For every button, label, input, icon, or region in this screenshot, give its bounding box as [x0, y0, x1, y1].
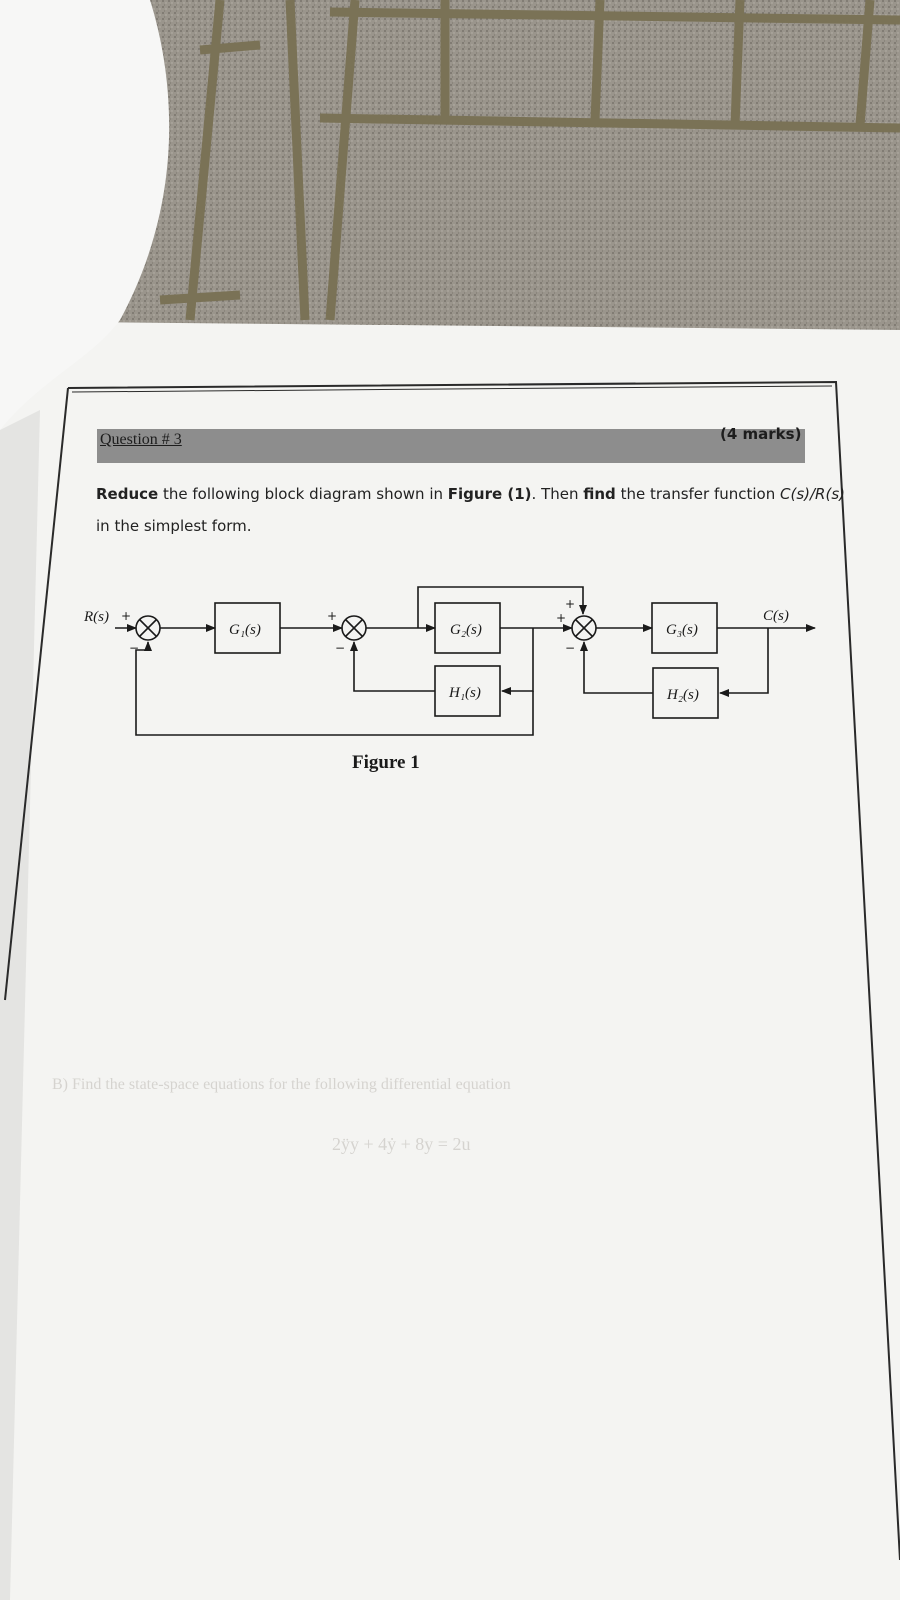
figure-caption: Figure 1 [352, 752, 420, 773]
wire-h1-out [350, 641, 435, 692]
sign-minus: − [335, 641, 345, 655]
question-header-bar [97, 429, 805, 463]
sign-plus: + [565, 597, 575, 611]
summing-junction-2 [341, 615, 367, 641]
sign-plus: + [327, 609, 337, 623]
question-marks: (4 marks) [720, 425, 802, 443]
wire-feedforward [417, 586, 587, 628]
prompt-text: in the simplest form. [96, 517, 252, 535]
sign-minus: − [129, 641, 139, 655]
show-through-text: B) Find the state-space equations for th… [52, 1076, 511, 1093]
block-g3-label: G₃(s) [666, 622, 698, 638]
block-h1-label: H₁(s) [448, 685, 481, 701]
block-g2-label: G₂(s) [450, 622, 482, 638]
prompt-text: the transfer function [615, 485, 780, 503]
wire-outer-feedback [135, 641, 534, 736]
input-label: R(s) [83, 609, 109, 625]
wire-h2-out [580, 641, 653, 694]
output-label: C(s) [763, 608, 789, 624]
sign-minus: − [565, 641, 575, 655]
prompt-figure-ref: Figure (1) [447, 485, 532, 503]
prompt-expression: C(s)/R(s) [780, 485, 845, 503]
prompt-keyword-reduce: Reduce [96, 485, 159, 503]
metal-rack [159, 0, 900, 321]
prompt-text: . Then [531, 485, 584, 503]
summing-junction-3 [571, 615, 597, 641]
sign-plus: + [556, 611, 566, 625]
block-g1-label: G₁(s) [229, 622, 261, 638]
wire-h1-in [501, 628, 534, 695]
prompt-text: the following block diagram shown in [158, 485, 448, 503]
show-through-equation: 2ÿy + 4ẏ + 8y = 2u [332, 1134, 471, 1154]
block-h2-label: H₂(s) [666, 687, 699, 703]
prompt-keyword-find: find [583, 485, 616, 503]
question-title: Question # 3 [100, 431, 182, 448]
summing-junction-1 [135, 615, 161, 641]
wire-h2-in [719, 628, 769, 697]
sign-plus: + [121, 609, 131, 623]
question-prompt: Reduce the following block diagram shown… [96, 478, 856, 542]
